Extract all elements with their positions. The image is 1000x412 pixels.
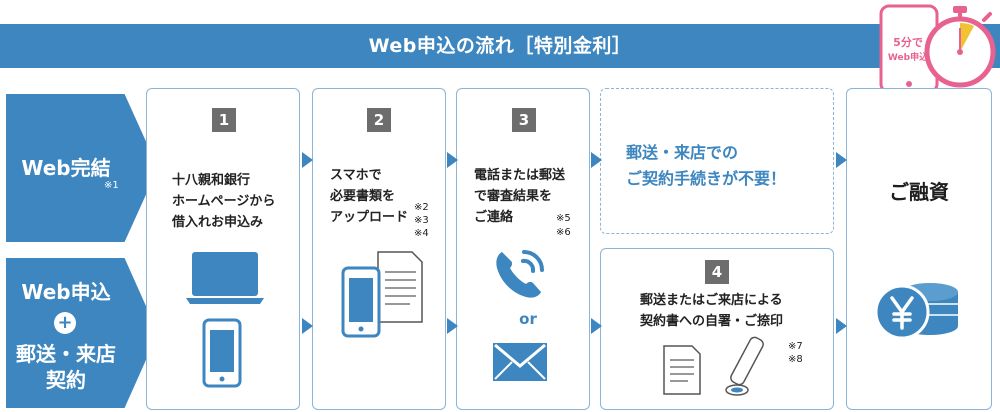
or-label: or [519, 310, 537, 328]
step-4-number: 4 [705, 260, 729, 284]
category-web-complete-label: Web完結 [21, 156, 111, 180]
step-2-box [312, 88, 446, 410]
step-4-note2: ※8 [788, 354, 803, 365]
step-3-line1: 電話または郵送 [474, 168, 566, 183]
step-4-note1: ※7 [788, 341, 803, 352]
step-3-line2: で審査結果を [474, 189, 553, 204]
step-2-line2: 必要書類を [330, 189, 396, 204]
phone-call-icon [492, 246, 550, 302]
flow-arrow [447, 318, 458, 334]
yen-coins-icon [872, 262, 964, 344]
step-2-note1: ※2 [414, 202, 429, 213]
step-2-line3: アップロード [330, 210, 409, 225]
document-icon [662, 344, 702, 396]
category-web-apply-label: Web申込 [21, 280, 111, 304]
step-1-line1: 十八親和銀行 [172, 173, 251, 188]
step-3-note2: ※6 [556, 227, 571, 238]
no-procedure-box [600, 88, 834, 234]
step-3-note1: ※5 [556, 213, 571, 224]
stopwatch-icon [922, 4, 998, 90]
page-title: Web申込の流れ［特別金利］ [368, 35, 632, 57]
step-1-number: 1 [212, 108, 236, 132]
category-mail-visit-label: 郵送・来店 [16, 342, 116, 366]
plus-icon: + [54, 312, 76, 334]
step-1-line2: ホームページから [172, 194, 276, 209]
step-3-number: 3 [512, 108, 536, 132]
step-2-number: 2 [367, 108, 391, 132]
envelope-icon [492, 342, 548, 382]
flow-arrow [591, 152, 602, 168]
flow-arrow [836, 152, 847, 168]
flow-arrow [447, 152, 458, 168]
flow-arrow [302, 318, 313, 334]
no-procedure-line1: 郵送・来店での [626, 143, 739, 162]
step-2-line1: スマホで [330, 168, 382, 183]
step-2-note3: ※4 [414, 228, 429, 239]
category-web-complete-note: ※1 [104, 180, 119, 191]
laptop-icon [184, 250, 266, 306]
step-4-line2: 契約書への自署・ご捺印 [640, 314, 784, 329]
flow-arrow [836, 318, 847, 334]
final-loan-label: ご融資 [889, 180, 949, 204]
category-contract-label: 契約 [46, 368, 86, 392]
final-loan-box [846, 88, 992, 410]
seal-stamp-icon [720, 332, 776, 400]
no-procedure-line2: ご契約手続きが不要！ [626, 169, 787, 188]
step-1-line3: 借入れお申込み [172, 215, 264, 230]
smartphone-icon [202, 318, 242, 388]
badge-line1: 5分で [893, 36, 923, 49]
badge-line2: Web申込 [887, 53, 929, 63]
header-bar [0, 24, 1000, 68]
category-web-complete [6, 94, 158, 242]
upload-phone-doc-icon [340, 248, 426, 340]
step-4-line1: 郵送またはご来店による [640, 293, 783, 308]
category-web-plus-branch [6, 258, 158, 408]
flow-arrow [591, 318, 602, 334]
step-2-note2: ※3 [414, 215, 429, 226]
step-3-line3: ご連絡 [474, 210, 514, 225]
flow-arrow [302, 152, 313, 168]
